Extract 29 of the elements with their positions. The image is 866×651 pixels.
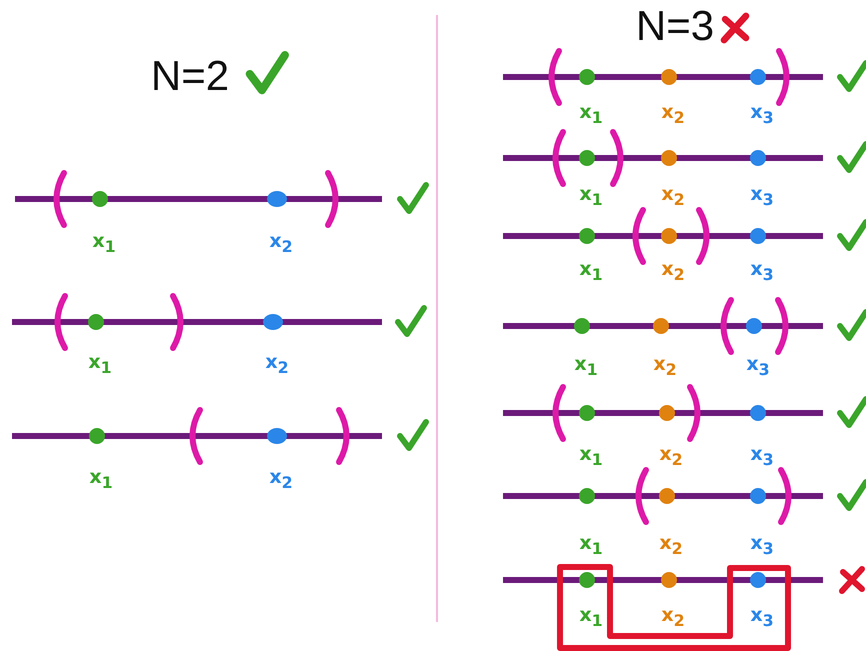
point-label: x$_{1}$	[579, 443, 603, 469]
point-label: x$_{2}$	[661, 101, 685, 127]
point-label: x$_{1}$	[92, 230, 116, 256]
point-label: x$_{3}$	[746, 353, 770, 379]
point-label: x$_{3}$	[750, 183, 774, 209]
heading: N=3	[636, 2, 714, 50]
point-label: x$_{1}$	[579, 604, 603, 630]
point-label: x$_{1}$	[89, 466, 113, 492]
point-label: x$_{2}$	[269, 466, 293, 492]
point-label: x$_{2}$	[269, 230, 293, 256]
point-label: x$_{2}$	[661, 183, 685, 209]
point-label: x$_{2}$	[659, 532, 683, 558]
point-label: x$_{2}$	[265, 351, 289, 377]
point-label: x$_{3}$	[750, 258, 774, 284]
point-label: x$_{2}$	[659, 443, 683, 469]
point-label: x$_{2}$	[661, 604, 685, 630]
point-label: x$_{1}$	[579, 258, 603, 284]
point-label: x$_{3}$	[750, 604, 774, 630]
point-label: x$_{3}$	[750, 101, 774, 127]
point-label: x$_{1}$	[574, 353, 598, 379]
point-label: x$_{2}$	[653, 353, 677, 379]
point-label: x$_{1}$	[579, 532, 603, 558]
point-label: x$_{3}$	[750, 443, 774, 469]
point-label: x$_{1}$	[579, 183, 603, 209]
heading: N=2	[150, 52, 230, 100]
point-label: x$_{1}$	[579, 101, 603, 127]
point-label: x$_{3}$	[750, 532, 774, 558]
point-label: x$_{2}$	[661, 258, 685, 284]
point-label: x$_{1}$	[88, 351, 112, 377]
